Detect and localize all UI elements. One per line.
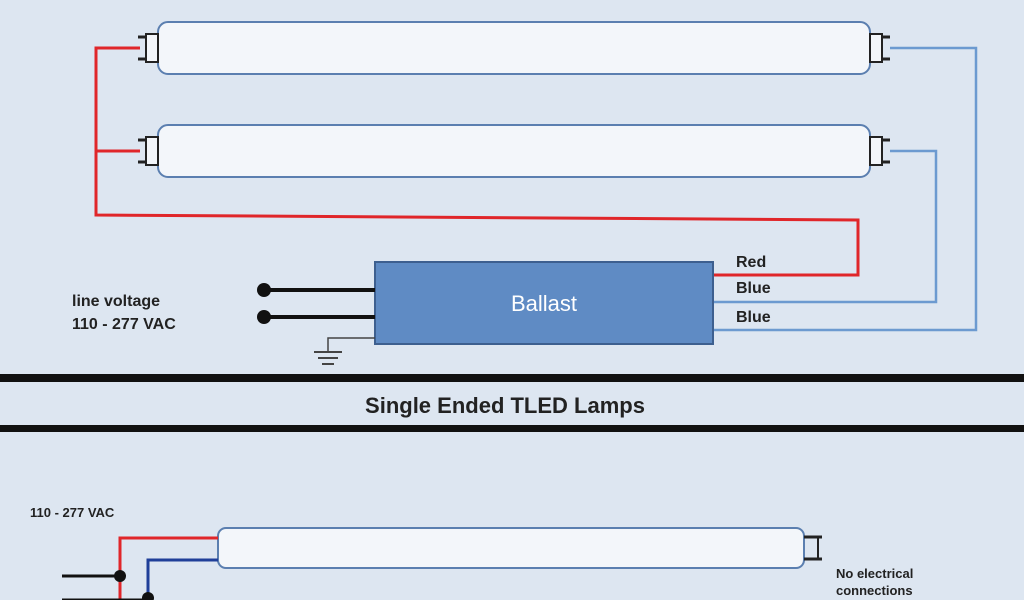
tled-red-wire [118, 536, 218, 600]
lamp-pin-icon [138, 33, 159, 63]
tled-dark-blue-wire [146, 558, 218, 600]
wire-label-blue-2: Blue [736, 309, 771, 326]
tled-tube [217, 527, 822, 569]
section-title: Single Ended TLED Lamps [365, 393, 645, 418]
ballast: Ballast [374, 261, 714, 345]
terminal-dot-icon [114, 570, 126, 582]
tled-voltage-label: 110 - 277 VAC [30, 505, 115, 520]
terminal-dot-icon [257, 283, 271, 297]
lamp-pin-icon [869, 136, 890, 166]
ballast-label: Ballast [511, 291, 577, 316]
lamp-pin-icon [804, 535, 822, 561]
line-voltage-label: line voltage [72, 293, 160, 310]
divider-top [0, 374, 1024, 382]
divider-bottom [0, 425, 1024, 432]
no-connection-label-2: connections [836, 583, 913, 598]
lamp-pin-icon [138, 136, 159, 166]
red-wire [94, 46, 860, 277]
line-voltage-value: 110 - 277 VAC [72, 316, 176, 333]
terminal-dot-icon [142, 592, 154, 600]
no-connection-label-1: No electrical [836, 566, 913, 581]
terminal-dot-icon [257, 310, 271, 324]
blue-wire-tube-2 [714, 149, 938, 304]
blue-wire-tube-1 [714, 46, 978, 332]
lamp-pin-icon [869, 33, 890, 63]
wire-label-blue-1: Blue [736, 280, 771, 297]
ground-icon [314, 337, 375, 365]
fluorescent-tube-2 [138, 124, 890, 178]
wire-label-red: Red [736, 254, 766, 271]
fluorescent-tube-1 [138, 21, 890, 75]
